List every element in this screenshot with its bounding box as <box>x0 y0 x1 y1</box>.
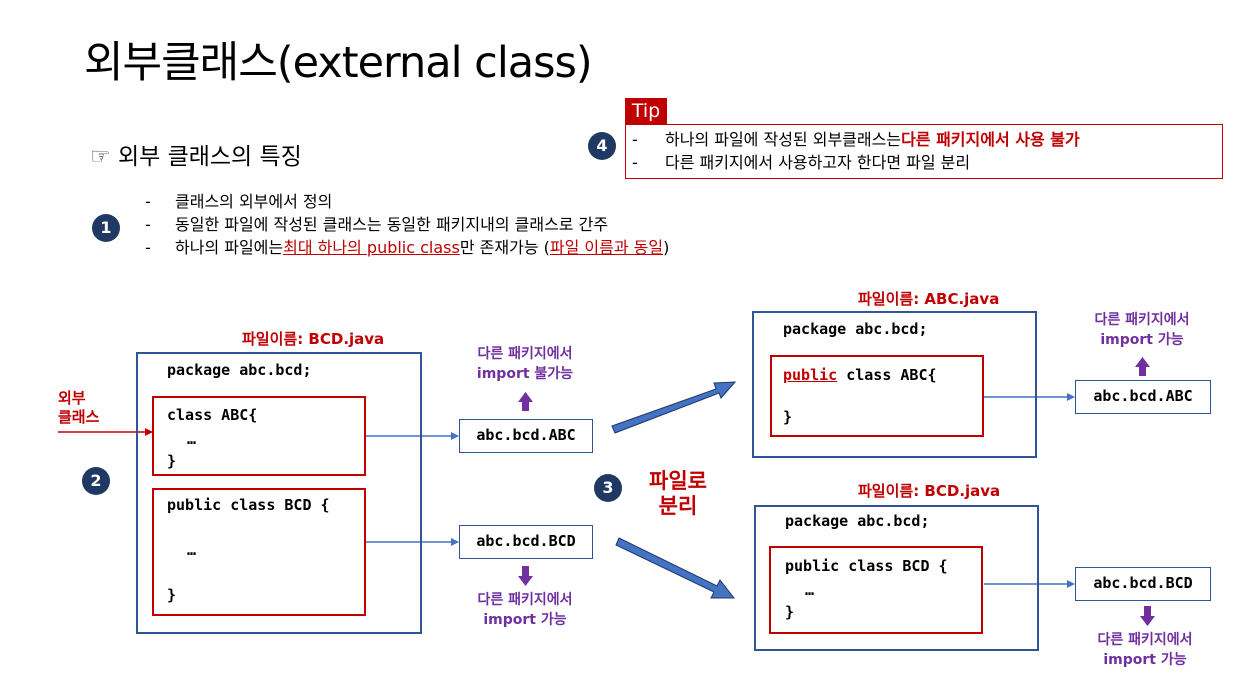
left-file-label: 파일이름: BCD.java <box>242 330 385 348</box>
purple-arrow-up-icon <box>1135 357 1150 376</box>
section-heading-label: 외부 클래스의 특징 <box>117 144 302 170</box>
outer-class-label: 외부 클래스 <box>58 389 100 426</box>
badge-4: 4 <box>588 132 616 160</box>
right-bottom-package-line: package abc.bcd; <box>785 512 930 530</box>
file-separate-label: 파일로 분리 <box>649 469 707 518</box>
badge-1: 1 <box>92 214 120 242</box>
section-heading: ☞ 외부 클래스의 특징 <box>90 137 302 171</box>
right-bottom-file-label: 파일이름: BCD.java <box>858 482 1001 500</box>
bcd-import-note: 다른 패키지에서 import 가능 <box>477 592 573 628</box>
feature-list: - 클래스의 외부에서 정의 - 동일한 파일에 작성된 클래스는 동일한 패키… <box>145 190 669 259</box>
left-package-line: package abc.bcd; <box>167 361 312 379</box>
right-bottom-class-close: } <box>785 603 795 621</box>
class-bcd-close: } <box>167 586 177 604</box>
right-top-class-close: } <box>783 408 793 426</box>
tip-line: - 하나의 파일에 작성된 외부클래스는 다른 패키지에서 사용 불가 <box>632 130 1080 149</box>
tip-emphasis: 다른 패키지에서 사용 불가 <box>901 130 1080 149</box>
right-abc-import-note: 다른 패키지에서 import 가능 <box>1094 312 1190 348</box>
right-bottom-class-box <box>769 546 983 634</box>
right-bottom-class-head: public class BCD { <box>785 557 948 575</box>
ref-abc-box: abc.bcd.ABC <box>459 419 593 453</box>
class-bcd-head: public class BCD { <box>167 496 330 514</box>
purple-arrow-down-icon <box>518 566 533 586</box>
right-bcd-import-note: 다른 패키지에서 import 가능 <box>1097 632 1193 668</box>
badge-2: 2 <box>82 467 110 495</box>
split-arrow-up <box>611 381 737 434</box>
highlight-text: 최대 하나의 public class <box>283 238 460 257</box>
page-title: 외부클래스(external class) <box>84 38 593 88</box>
class-abc-close: } <box>167 452 177 470</box>
right-ref-abc-box: abc.bcd.ABC <box>1075 380 1211 414</box>
class-abc-body: … <box>187 430 197 448</box>
list-item: - 동일한 파일에 작성된 클래스는 동일한 패키지내의 클래스로 간주 <box>145 215 609 234</box>
right-top-class-head: public class ABC{ <box>783 366 937 384</box>
abc-import-note: 다른 패키지에서 import 불가능 <box>476 346 574 382</box>
list-item: - 클래스의 외부에서 정의 <box>145 192 333 211</box>
purple-arrow-up-icon <box>518 392 533 411</box>
ref-bcd-box: abc.bcd.BCD <box>459 525 593 559</box>
tip-box: - 하나의 파일에 작성된 외부클래스는 다른 패키지에서 사용 불가 - 다른… <box>625 124 1223 179</box>
badge-3: 3 <box>594 474 622 502</box>
right-top-package-line: package abc.bcd; <box>783 320 928 338</box>
class-abc-head: class ABC{ <box>167 406 258 424</box>
tip-tab: Tip <box>625 98 667 124</box>
public-keyword: public <box>783 366 838 384</box>
split-arrow-down <box>615 537 736 599</box>
left-class-bcd-box <box>152 488 366 616</box>
right-ref-bcd-box: abc.bcd.BCD <box>1075 567 1211 601</box>
purple-arrow-down-icon <box>1140 606 1155 626</box>
left-file-box <box>136 352 422 634</box>
right-top-class-box <box>770 355 984 437</box>
left-class-abc-box <box>152 396 366 476</box>
right-bottom-class-body: … <box>805 581 815 599</box>
class-bcd-body: … <box>187 541 197 559</box>
right-top-file-label: 파일이름: ABC.java <box>858 290 1000 308</box>
right-bottom-file-box <box>754 505 1039 651</box>
pointing-hand-icon: ☞ <box>90 144 111 170</box>
right-top-file-box <box>752 311 1037 458</box>
highlight-text: 파일 이름과 동일 <box>549 238 664 257</box>
tip-line: - 다른 패키지에서 사용하고자 한다면 파일 분리 <box>632 153 971 172</box>
